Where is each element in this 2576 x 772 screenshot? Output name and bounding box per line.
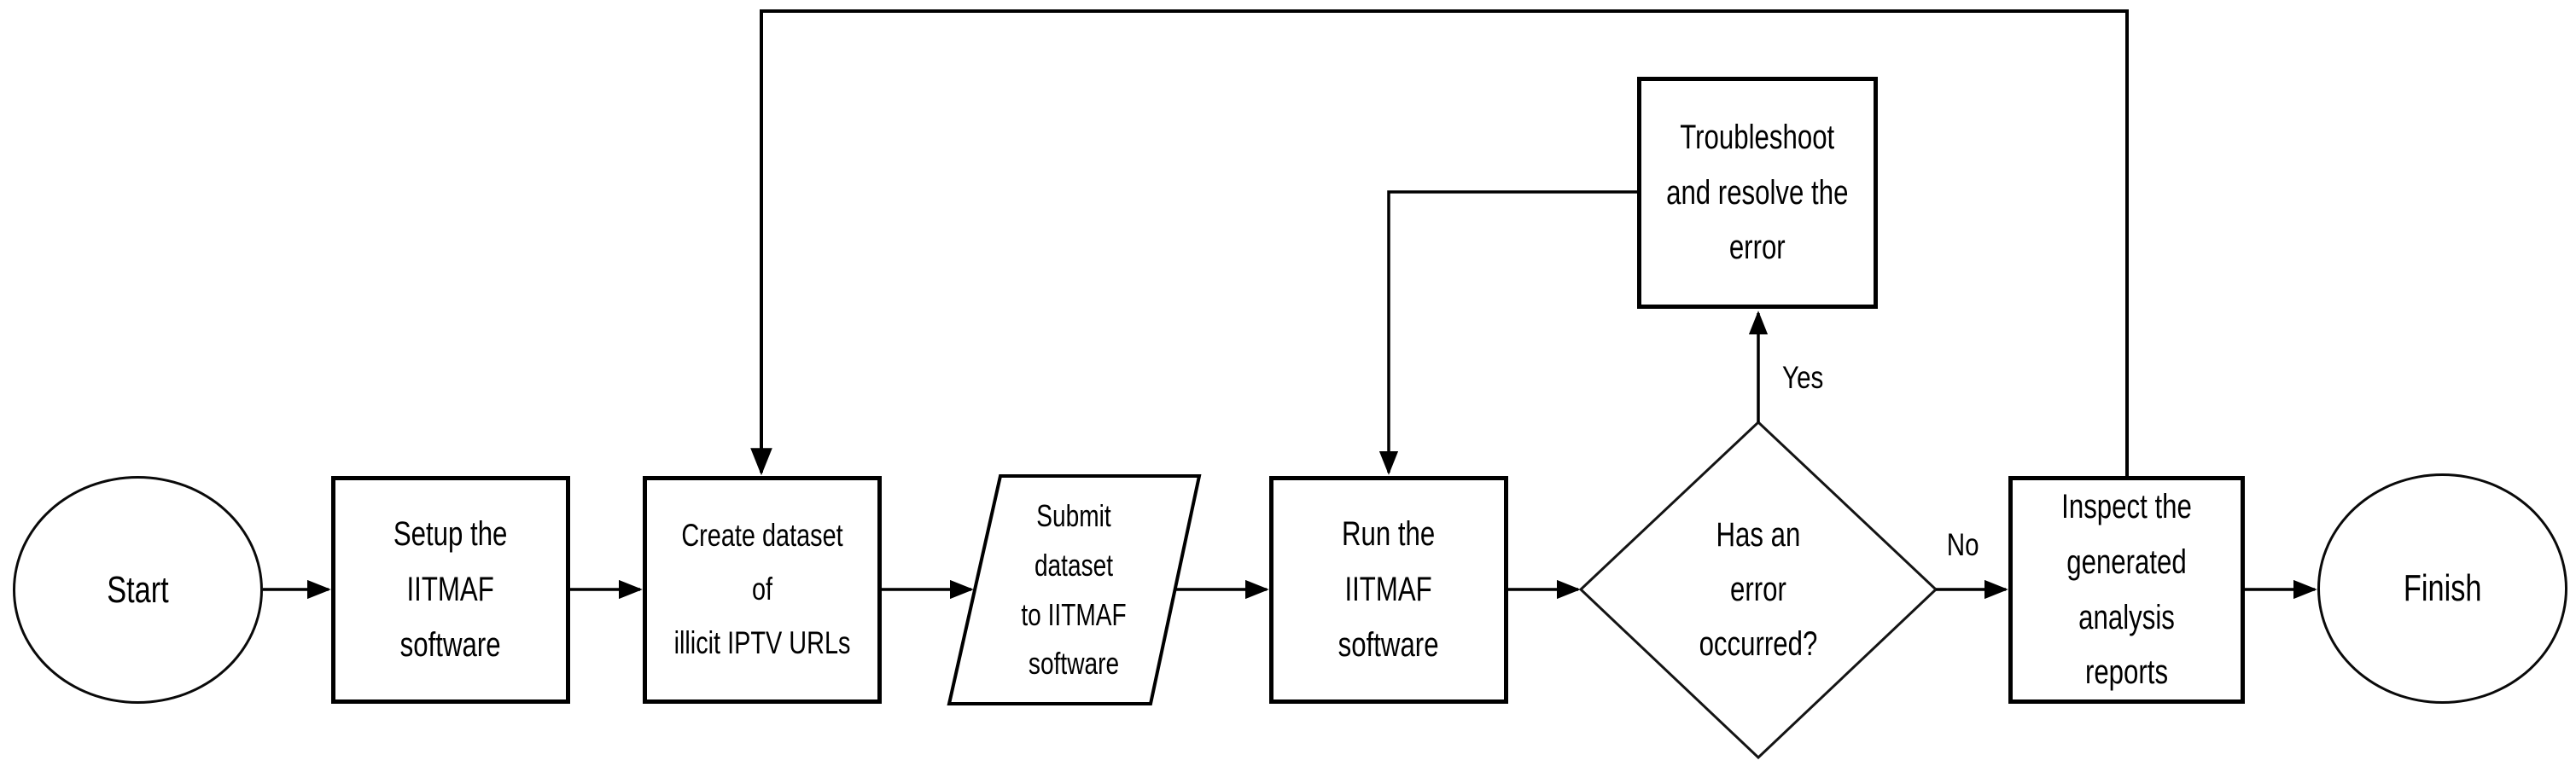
finish-terminator [2317, 473, 2567, 704]
submit-dataset-label-area: Submit dataset to IITMAF software [966, 476, 1182, 704]
yes-label: Yes [1782, 360, 1824, 395]
yes-edge-label-area: Yes [1777, 362, 1828, 393]
setup-label: Setup the IITMAF software [393, 515, 508, 664]
finish-label-area: Finish [2317, 473, 2567, 704]
no-label: No [1946, 527, 1979, 562]
create-dataset-label: Create dataset of illicit IPTV URLs [673, 518, 851, 660]
error-decision-label: Has an error occurred? [1699, 516, 1818, 663]
troubleshoot-label-area: Troubleshoot and resolve the error [1637, 77, 1878, 309]
edge-inspect-to-create-loop [750, 9, 2129, 476]
troubleshoot-label: Troubleshoot and resolve the error [1666, 118, 1849, 267]
inspect-label-area: Inspect the generated analysis reports [2008, 476, 2245, 704]
run-label-area: Run the IITMAF software [1269, 476, 1508, 704]
no-edge-label-area: No [1943, 529, 1983, 560]
setup-process-box [331, 476, 570, 704]
create-dataset-label-area: Create dataset of illicit IPTV URLs [643, 476, 882, 704]
error-decision-label-area: Has an error occurred? [1622, 478, 1895, 701]
troubleshoot-process-box [1637, 77, 1878, 309]
run-label: Run the IITMAF software [1338, 515, 1439, 664]
inspect-label: Inspect the generated analysis reports [2061, 487, 2192, 692]
start-terminator [13, 476, 263, 704]
create-dataset-process-box [643, 476, 882, 704]
finish-label: Finish [2403, 567, 2482, 610]
inspect-process-box [2008, 476, 2245, 704]
setup-label-area: Setup the IITMAF software [331, 476, 570, 704]
run-process-box [1269, 476, 1508, 704]
error-decision-diamond [1578, 420, 1938, 760]
start-label: Start [107, 568, 169, 611]
submit-dataset-parallelogram [947, 474, 1202, 705]
submit-dataset-label: Submit dataset to IITMAF software [1021, 498, 1128, 682]
edge-troubleshoot-to-run [1378, 190, 1637, 475]
start-label-area: Start [13, 476, 263, 704]
